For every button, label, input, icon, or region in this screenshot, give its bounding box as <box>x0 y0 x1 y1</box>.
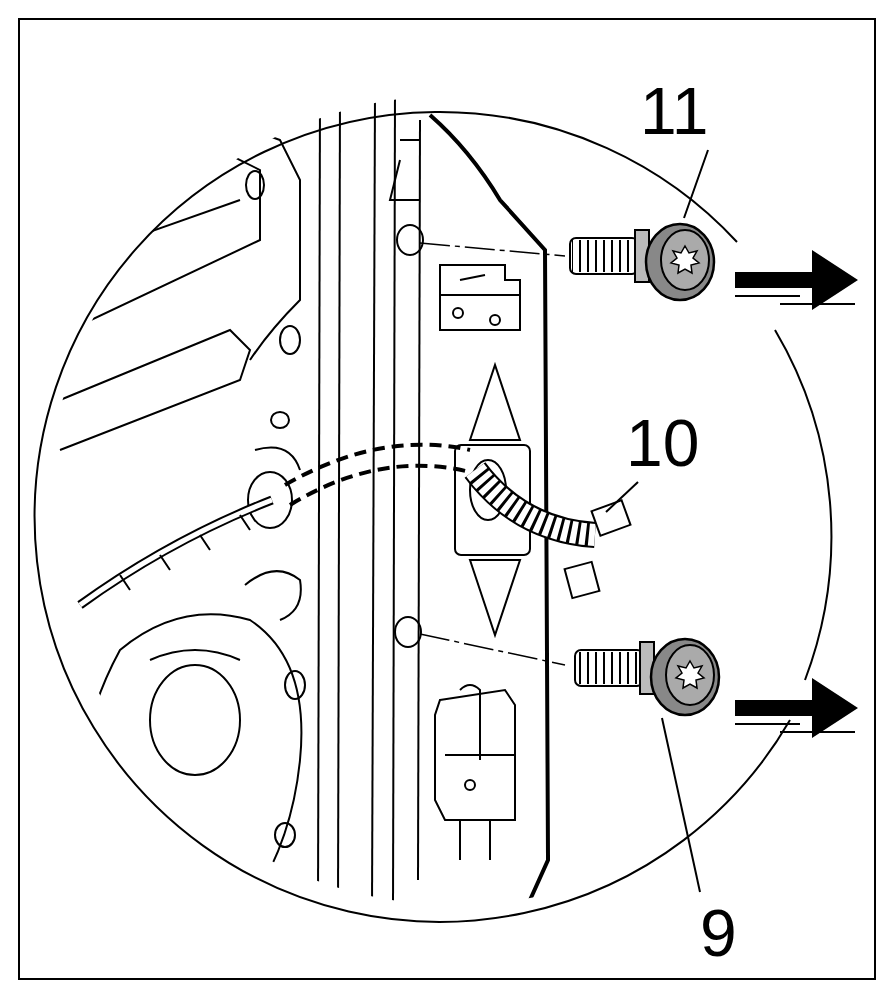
screw <box>570 224 714 300</box>
callout-number: 11 <box>640 78 709 144</box>
frame <box>19 19 875 979</box>
detail-circle <box>35 112 790 922</box>
callout-number: 10 <box>626 410 699 476</box>
leader-line <box>606 482 638 512</box>
body-panel <box>60 90 530 930</box>
axis-line <box>420 634 565 665</box>
leader-line <box>662 718 700 892</box>
axis-line <box>420 243 565 256</box>
removal-arrow <box>735 250 858 738</box>
callout-number: 9 <box>700 900 737 966</box>
detail-circle <box>775 330 831 680</box>
leader-line <box>684 150 708 218</box>
screw <box>575 639 719 715</box>
wire-harness <box>80 445 630 605</box>
